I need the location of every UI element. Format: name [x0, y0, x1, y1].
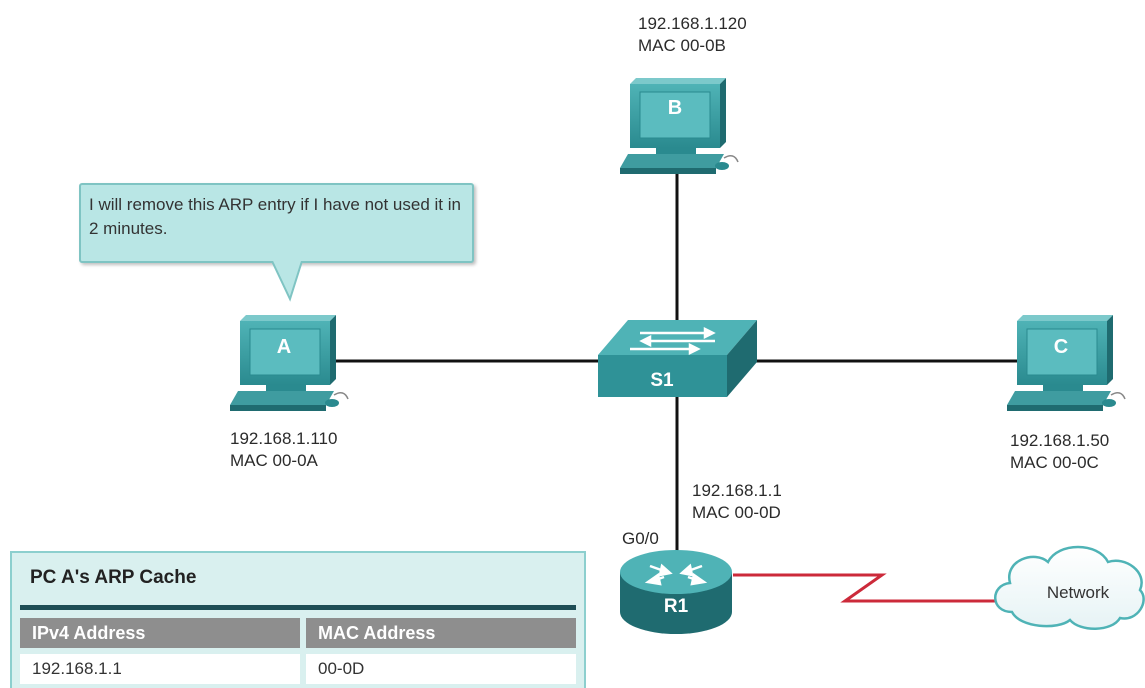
pc-c-icon[interactable]: [1007, 315, 1126, 411]
pc-a-mac: MAC 00-0A: [230, 451, 318, 470]
router-interface: G0/0: [622, 529, 659, 548]
arp-callout-text: I will remove this ARP entry if I have n…: [89, 195, 461, 238]
pc-c-mac: MAC 00-0C: [1010, 453, 1099, 472]
arp-header-mac: MAC Address: [306, 618, 576, 648]
arp-header-ipv4: IPv4 Address: [20, 618, 300, 648]
arp-row-mac: 00-0D: [306, 654, 576, 684]
arp-callout: I will remove this ARP entry if I have n…: [79, 183, 474, 263]
router-r1-label: R1: [664, 596, 689, 617]
pc-a-ip: 192.168.1.110: [230, 429, 338, 448]
pc-b-ip: 192.168.1.120: [638, 14, 747, 33]
switch-s1-icon[interactable]: [598, 320, 757, 397]
links: [330, 170, 1020, 603]
pc-b-icon[interactable]: [620, 78, 739, 174]
pc-c-ip: 192.168.1.50: [1010, 431, 1110, 450]
pc-a-icon[interactable]: [230, 315, 349, 411]
switch-s1-label: S1: [650, 370, 674, 391]
router-mac: MAC 00-0D: [692, 503, 781, 522]
arp-callout-tail: [271, 261, 303, 302]
router-ip: 192.168.1.1: [692, 481, 782, 500]
pc-b-letter: B: [668, 97, 682, 119]
router-r1-icon[interactable]: [620, 550, 732, 634]
pc-a-letter: A: [277, 336, 291, 358]
pc-b-mac: MAC 00-0B: [638, 36, 726, 55]
arp-row-ipv4: 192.168.1.1: [20, 654, 300, 684]
arp-cache-title: PC A's ARP Cache: [30, 567, 197, 588]
network-cloud-icon: [994, 545, 1145, 630]
pc-c-letter: C: [1054, 336, 1068, 358]
wan-link: [733, 573, 1005, 603]
arp-cache-table: PC A's ARP Cache IPv4 Address MAC Addres…: [10, 551, 586, 688]
network-cloud-label: Network: [1047, 583, 1110, 602]
arp-cache-divider: [20, 605, 576, 610]
